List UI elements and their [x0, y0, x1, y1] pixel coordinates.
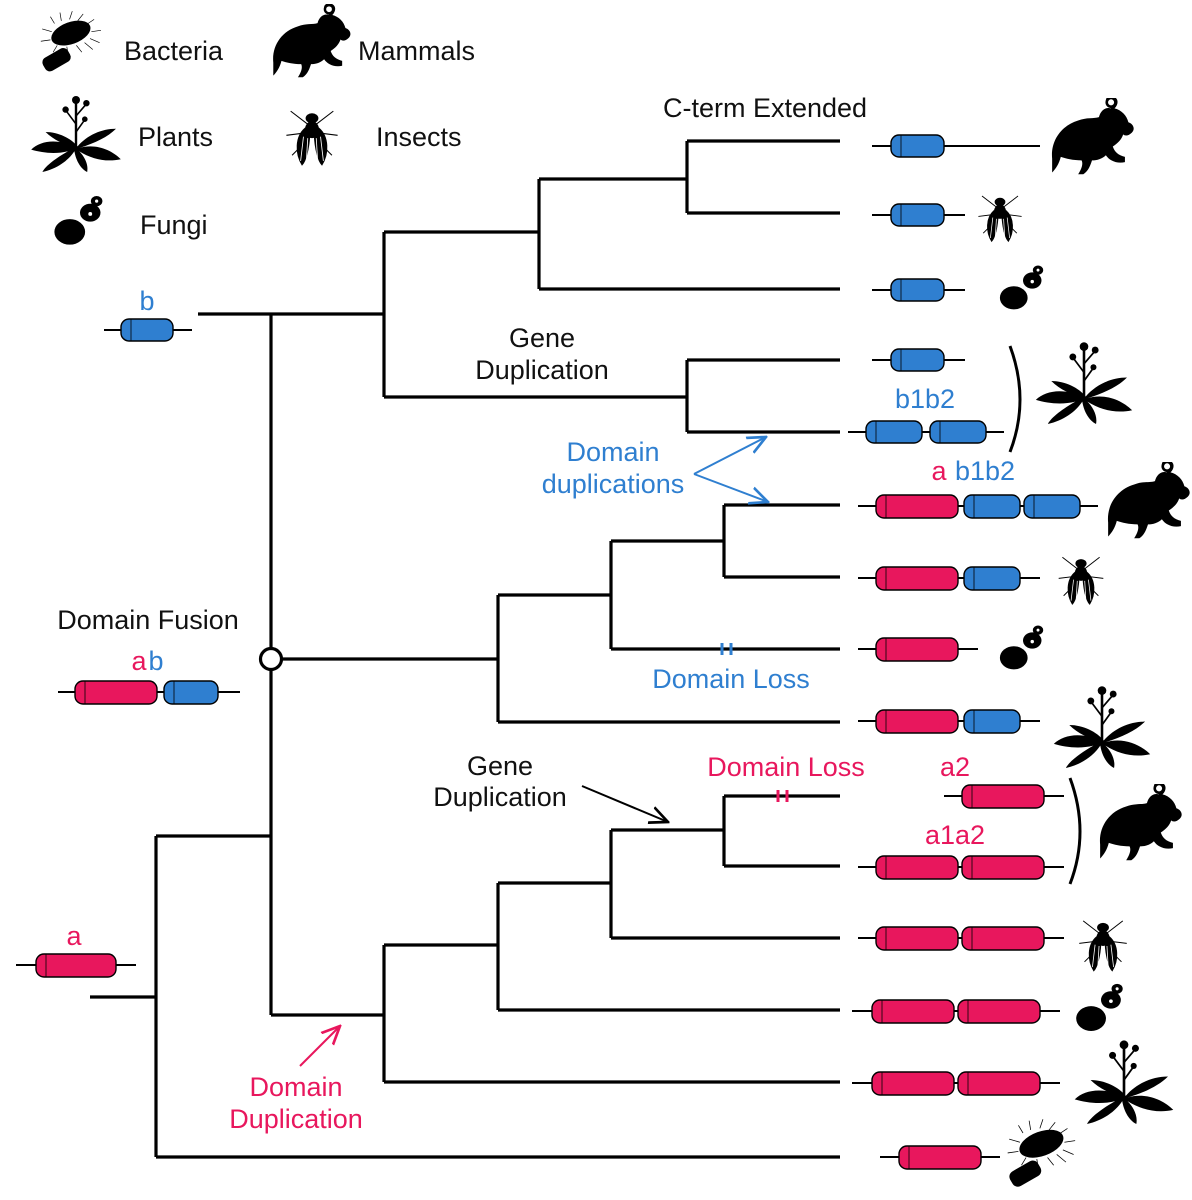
domain-label-ab-b: b [148, 646, 163, 676]
insect-icon [285, 110, 339, 166]
insect-icon [1058, 556, 1104, 605]
legend-mammals-label: Mammals [358, 36, 475, 66]
domain-label-b: b [139, 286, 154, 316]
domain-loss-marker-pink [776, 790, 789, 802]
leaf-icons [977, 98, 1191, 1190]
bacteria-icon [1006, 1118, 1076, 1190]
domain-loss-label-pink: Domain Loss [707, 752, 865, 782]
phylogenetic-tree [90, 139, 840, 1159]
mammal-icon [1106, 462, 1191, 540]
domain-label-a1a2: a1a2 [925, 820, 985, 850]
mammal-icon [1098, 784, 1183, 862]
domain-duplications-label-1: Domain [566, 437, 659, 467]
domain-loss-marker-blue [720, 643, 733, 655]
fungi-icon [1076, 983, 1123, 1031]
legend-insects-label: Insects [376, 122, 462, 152]
domain-label-ab1b2-b: b1b2 [955, 456, 1015, 486]
insect-icon [1078, 920, 1128, 972]
legend: Bacteria Mammals Plants Insects Fungi [29, 4, 475, 245]
domain-label-b1b2: b1b2 [895, 384, 955, 414]
domain-duplication-arrow [299, 1026, 340, 1067]
plant-icon [1052, 684, 1152, 768]
insect-icon [977, 195, 1023, 243]
domain-duplications-arrow-up [693, 437, 766, 475]
plant-icon [29, 94, 123, 172]
domain-fusion-node [258, 646, 284, 672]
fungi-icon [54, 196, 103, 245]
domain-label-ab-a: a [131, 646, 147, 676]
mammal-icon [271, 4, 352, 79]
ancestral-a: a [16, 921, 136, 978]
domain-fusion-label: Domain Fusion [57, 605, 239, 635]
mammal-paralog-bracket [1068, 777, 1082, 885]
plant-paralog-bracket [1008, 345, 1022, 453]
domain-duplications-arrow-down [693, 473, 768, 502]
plant-icon [1034, 340, 1134, 424]
domain-duplication-label-2: Duplication [229, 1104, 363, 1134]
fungi-icon [999, 265, 1044, 310]
gene-duplication-arrow [581, 785, 668, 822]
domain-duplications-label-2: duplications [542, 469, 685, 499]
mammal-icon [1050, 98, 1135, 176]
gene-duplication-label-bottom-1: Gene [467, 751, 533, 781]
domain-label-a2: a2 [940, 752, 970, 782]
gene-duplication-label-top-2: Duplication [475, 355, 609, 385]
fungi-icon [999, 625, 1044, 670]
legend-bacteria-label: Bacteria [124, 36, 224, 66]
domain-label-a: a [66, 921, 82, 951]
ancestral-b: b [104, 286, 192, 342]
ancestral-ab: a b [58, 646, 240, 705]
gene-duplication-label-top-1: Gene [509, 323, 575, 353]
plant-icon [1073, 1039, 1175, 1124]
gene-duplication-label-bottom-2: Duplication [433, 782, 567, 812]
legend-plants-label: Plants [138, 122, 213, 152]
domain-duplication-label-1: Domain [249, 1072, 342, 1102]
legend-fungi-label: Fungi [140, 210, 208, 240]
cterm-extended-label: C-term Extended [663, 93, 867, 123]
domain-label-ab1b2-a: a [931, 456, 947, 486]
leaf-domains: b1b2 a b1b2 a2 [848, 134, 1098, 1170]
domain-loss-label-blue: Domain Loss [652, 664, 810, 694]
bacteria-icon [39, 10, 102, 74]
